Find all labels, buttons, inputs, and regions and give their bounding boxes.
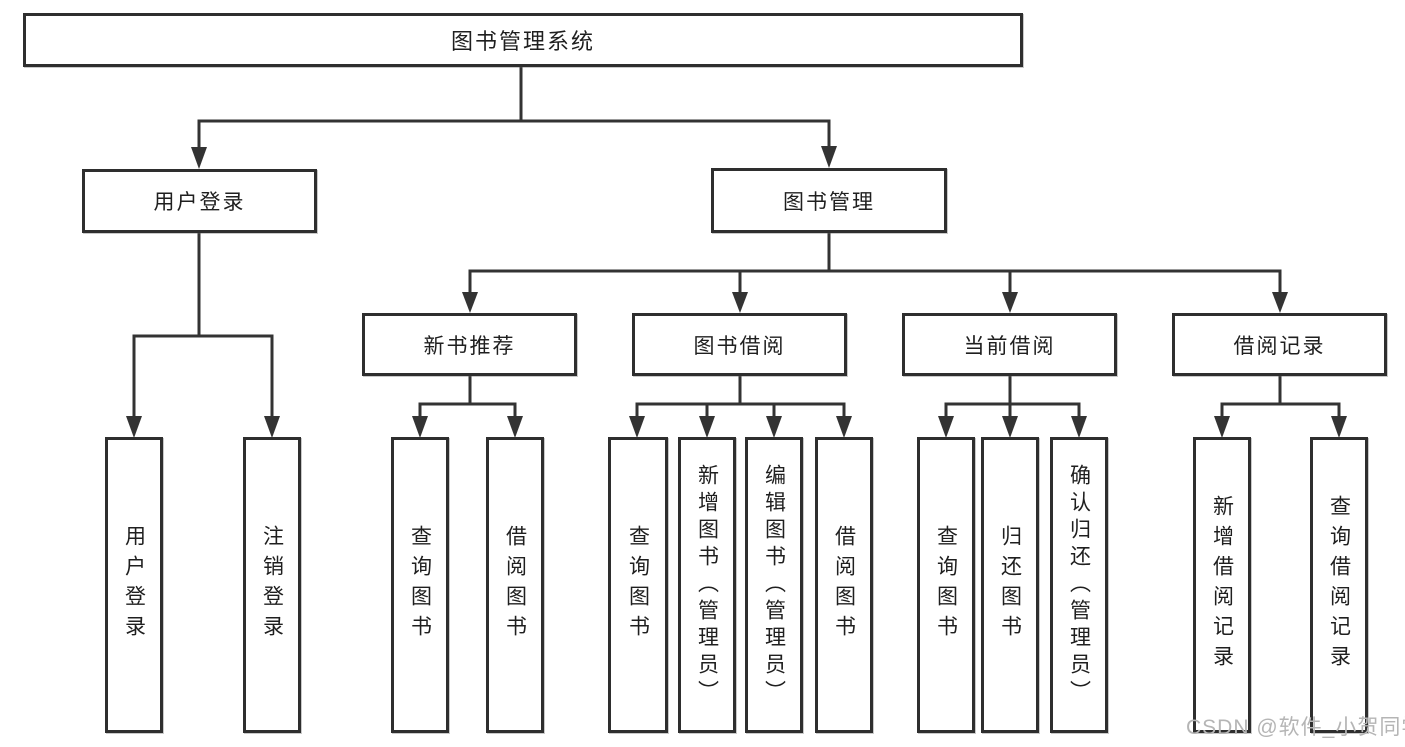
tree-connectors: [132, 65, 1341, 418]
node-new-book-recommend: 新书推荐: [362, 313, 577, 376]
leaf-current-return-book: 归还图书: [981, 437, 1039, 733]
leaf-logout: 注销登录: [243, 437, 301, 733]
leaf-current-query-book: 查询图书: [917, 437, 975, 733]
leaf-borrow-edit-book-admin: 编辑图书（管理员）: [745, 437, 803, 733]
node-borrow-records: 借阅记录: [1172, 313, 1387, 376]
node-root-system: 图书管理系统: [23, 13, 1023, 67]
leaf-user-login: 用户登录: [105, 437, 163, 733]
leaf-borrow-add-book-admin: 新增图书（管理员）: [678, 437, 736, 733]
leaf-borrow-borrow-book: 借阅图书: [815, 437, 873, 733]
node-book-borrow: 图书借阅: [632, 313, 847, 376]
csdn-watermark: CSDN @软件_小贺同学: [1186, 716, 1405, 739]
leaf-recommend-borrow-book: 借阅图书: [486, 437, 544, 733]
node-current-borrow: 当前借阅: [902, 313, 1117, 376]
arrowhead-icons: [126, 146, 1347, 438]
leaf-records-add-record: 新增借阅记录: [1193, 437, 1251, 733]
leaf-recommend-query-book: 查询图书: [391, 437, 449, 733]
node-book-management: 图书管理: [711, 168, 947, 233]
leaf-borrow-query-book: 查询图书: [608, 437, 668, 733]
node-user-login: 用户登录: [82, 169, 317, 233]
leaf-current-confirm-return-admin: 确认归还（管理员）: [1050, 437, 1108, 733]
leaf-records-query-record: 查询借阅记录: [1310, 437, 1368, 733]
